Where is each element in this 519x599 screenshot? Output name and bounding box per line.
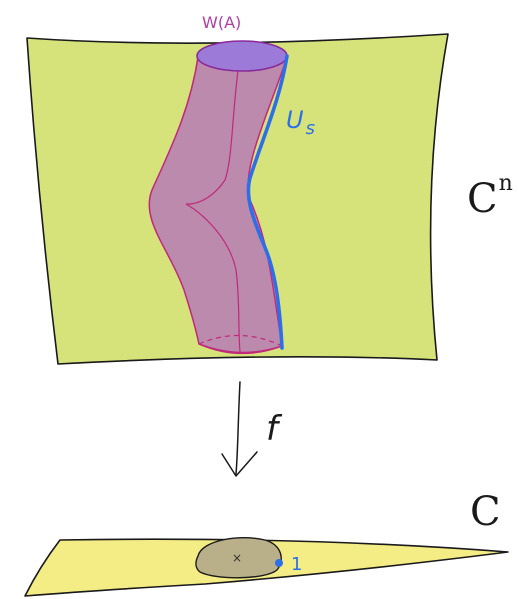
tube-top-ellipse: [197, 41, 287, 71]
map-label: f: [266, 409, 283, 449]
map-arrow-head: [222, 452, 257, 476]
boundary-label-sub: s: [306, 118, 315, 139]
center-mark: ×: [232, 551, 242, 565]
upper-space-exp: n: [499, 171, 513, 196]
point-one-label: 1: [291, 554, 302, 575]
point-one-dot: [275, 559, 283, 567]
upper-space-label: Cn: [467, 171, 513, 222]
lower-space-label: C: [470, 489, 501, 535]
map-arrow-shaft: [236, 382, 240, 474]
boundary-label-main: U: [286, 106, 304, 134]
tube-label: W(A): [202, 13, 241, 32]
upper-space-base: C: [467, 176, 498, 222]
